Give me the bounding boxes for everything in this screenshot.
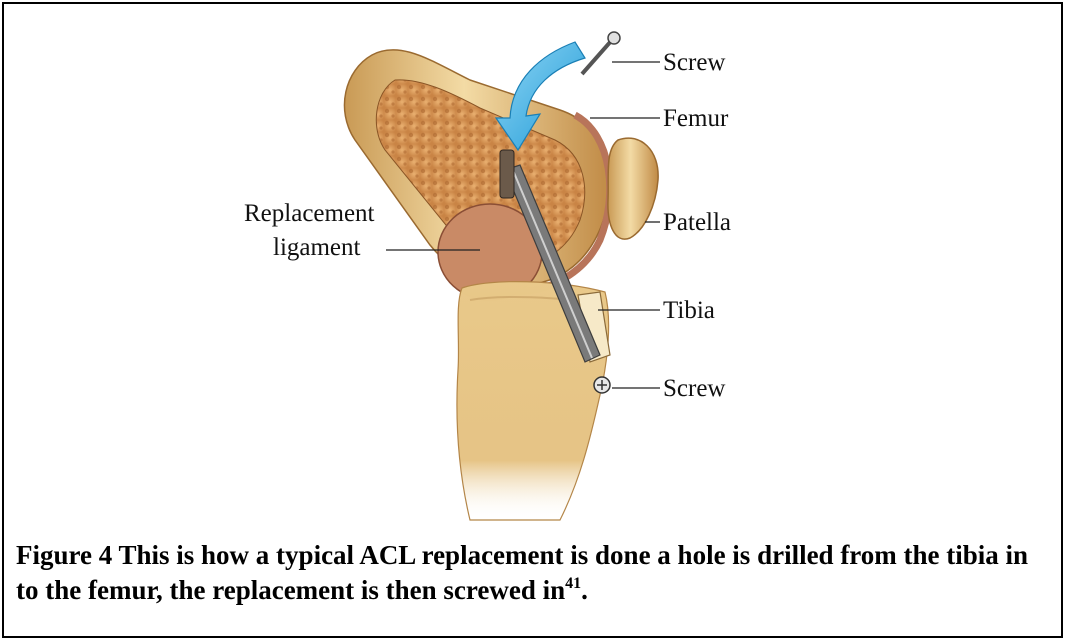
screw-bottom-illustration xyxy=(594,377,610,393)
label-ligament: ligament xyxy=(273,234,361,261)
caption-end: . xyxy=(581,575,588,605)
patella-bone xyxy=(608,138,658,239)
label-replacement: Replacement xyxy=(244,200,375,227)
femoral-interference-screw xyxy=(500,150,514,198)
label-tibia: Tibia xyxy=(663,297,715,324)
label-screw-top: Screw xyxy=(663,49,725,76)
label-patella: Patella xyxy=(663,209,731,236)
screw-top-illustration xyxy=(582,32,620,74)
label-screw-bottom: Screw xyxy=(663,375,725,402)
caption-text: Figure 4 This is how a typical ACL repla… xyxy=(16,540,1028,605)
figure-caption: Figure 4 This is how a typical ACL repla… xyxy=(16,538,1046,608)
caption-reference: 41 xyxy=(565,575,581,592)
label-femur: Femur xyxy=(663,105,729,132)
